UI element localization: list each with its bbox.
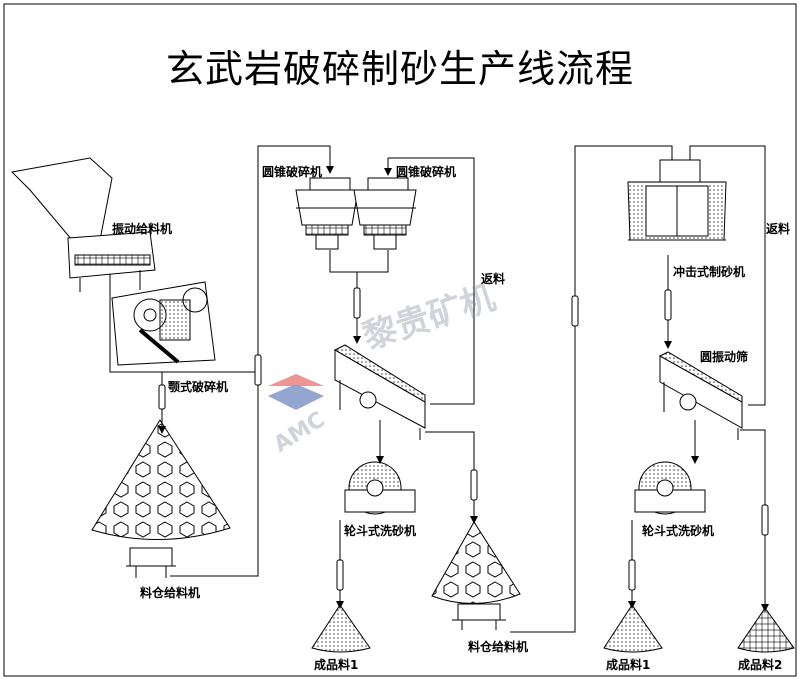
stockpile-1 [91, 419, 231, 540]
label-product-1a: 成品料1 [314, 658, 359, 672]
watermark-logo [268, 374, 324, 410]
impact-sand-maker [627, 159, 727, 241]
vibrating-feeder [67, 231, 156, 292]
label-jaw-crusher: 颚式破碎机 [168, 380, 229, 394]
label-return-1: 返料 [481, 272, 506, 286]
cone-crusher-1 [295, 177, 359, 250]
conveyors [158, 287, 769, 591]
wheel-washer-2 [634, 461, 706, 515]
stockpile-2 [431, 521, 521, 604]
label-cone-crusher-2: 圆锥破碎机 [396, 165, 457, 179]
jaw-crusher [111, 281, 216, 366]
label-cone-crusher-1: 圆锥破碎机 [262, 165, 323, 179]
label-silo-feeder-2: 料仓给料机 [468, 640, 529, 654]
flow-lines [109, 145, 769, 633]
label-vibrating-feeder: 振动给料机 [112, 222, 173, 236]
label-wheel-washer-2: 轮斗式洗砂机 [642, 524, 715, 538]
label-return-2: 返料 [766, 222, 791, 236]
label-circular-screen: 圆振动筛 [700, 350, 749, 364]
label-impact-sand-maker: 冲击式制砂机 [673, 265, 746, 279]
label-product-1b: 成品料1 [606, 658, 651, 672]
vibrating-screen-1 [333, 344, 426, 440]
page-border [3, 3, 797, 677]
cone-crusher-2 [353, 177, 417, 250]
wheel-washer-1 [344, 461, 416, 515]
product-pile-2 [737, 607, 795, 653]
product-pile-1b [603, 604, 663, 653]
product-pile-1a [311, 604, 371, 653]
silo-feeder-2 [452, 603, 506, 630]
label-silo-feeder-1: 料仓给料机 [140, 586, 201, 600]
vibrating-screen-2 [658, 351, 743, 440]
silo-feeder-1 [126, 547, 176, 578]
label-wheel-washer-1: 轮斗式洗砂机 [344, 524, 417, 538]
diagram-title: 玄武岩破碎制砂生产线流程 [165, 47, 634, 91]
label-product-2: 成品料2 [738, 658, 783, 672]
